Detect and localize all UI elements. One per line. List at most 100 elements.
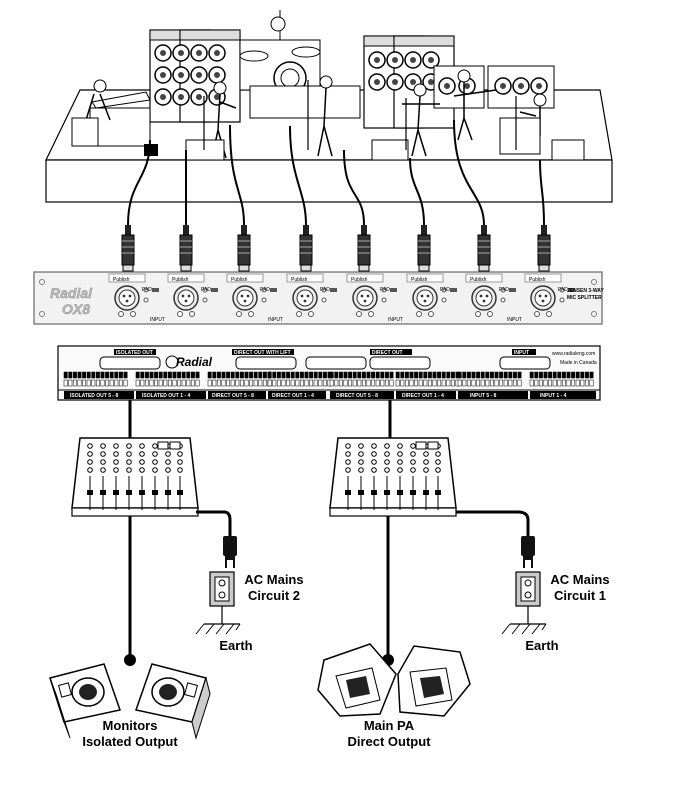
terminal-pin: [123, 379, 128, 387]
svg-text:Publish: Publish: [351, 277, 368, 283]
rear-website: www.radialeng.com: [552, 351, 595, 357]
terminal-pin: [489, 379, 494, 387]
ground-symbol-right: [501, 605, 547, 635]
terminal-pin: [172, 371, 177, 379]
terminal-pin: [140, 371, 145, 379]
ac-mains-label-right: AC Mains Circuit 1: [540, 572, 620, 604]
monitor-wedge-left: [49, 663, 121, 739]
terminal-pin: [109, 379, 114, 387]
terminal-pin: [538, 371, 543, 379]
terminal-pin: [186, 379, 191, 387]
terminal-pin: [68, 371, 73, 379]
main-pa-mixer: [329, 437, 457, 517]
terminal-pin: [144, 371, 149, 379]
svg-text:INPUT 5 - 8: INPUT 5 - 8: [470, 393, 497, 399]
terminal-pin: [207, 371, 212, 379]
terminal-pin: [409, 371, 414, 379]
terminal-pin: [207, 379, 212, 387]
rear-bottom-labels: ISOLATED OUT 5 - 8 ISOLATED OUT 1 - 4 DI…: [64, 391, 596, 399]
bassist: [453, 69, 497, 141]
terminal-pin: [552, 371, 557, 379]
terminal-pin: [167, 379, 172, 387]
terminal-pin: [295, 371, 300, 379]
terminal-pin: [230, 379, 235, 387]
terminal-pin: [309, 371, 314, 379]
terminal-pin: [295, 379, 300, 387]
terminal-pin: [63, 371, 68, 379]
drum-kit: [239, 10, 361, 119]
terminal-pin: [441, 379, 446, 387]
terminal-pin: [462, 379, 467, 387]
terminal-pin: [299, 379, 304, 387]
terminal-pin: [571, 371, 576, 379]
terminal-pin: [290, 371, 295, 379]
terminal-pin: [580, 379, 585, 387]
terminal-pin: [512, 371, 517, 379]
terminal-pin: [361, 371, 366, 379]
terminal-pin: [471, 379, 476, 387]
terminal-pin: [418, 379, 423, 387]
outlet-left: [209, 571, 235, 607]
terminal-pin: [450, 379, 455, 387]
terminal-pin: [480, 379, 485, 387]
main-pa-caption: Main PA Direct Output: [324, 718, 454, 750]
svg-text:DIRECT OUT 5 - 8: DIRECT OUT 5 - 8: [212, 393, 254, 399]
terminal-pin: [322, 371, 327, 379]
svg-text:ISOLATED OUT 1 - 4: ISOLATED OUT 1 - 4: [142, 393, 190, 399]
terminal-pin: [446, 371, 451, 379]
terminal-pin: [235, 379, 240, 387]
terminal-pin: [118, 371, 123, 379]
guitarist-far-right: [499, 93, 585, 161]
terminal-pin: [517, 371, 522, 379]
terminal-pin: [476, 379, 481, 387]
terminal-pin: [82, 379, 87, 387]
terminal-pin: [318, 371, 323, 379]
front-channel-labels: Publish Publish Publish Publish Publish …: [113, 277, 568, 323]
terminal-pin: [557, 379, 562, 387]
terminal-pin: [226, 379, 231, 387]
terminal-pin: [181, 379, 186, 387]
terminal-pin: [457, 371, 462, 379]
terminal-pin: [118, 379, 123, 387]
terminal-pin: [286, 371, 291, 379]
speaker-cables: [124, 516, 394, 666]
terminal-pin: [190, 379, 195, 387]
terminal-pin: [72, 379, 77, 387]
terminal-pin: [221, 371, 226, 379]
terminal-pin: [216, 371, 221, 379]
terminal-pin: [384, 371, 389, 379]
terminal-pin: [432, 379, 437, 387]
mixer-power-cables: [196, 510, 530, 536]
terminal-pin: [276, 379, 281, 387]
terminal-pin: [361, 379, 366, 387]
svg-text:PAD: PAD: [380, 287, 390, 293]
terminal-pin: [517, 379, 522, 387]
terminal-pin: [235, 371, 240, 379]
terminal-pin: [114, 371, 119, 379]
svg-text:INPUT: INPUT: [268, 317, 283, 323]
terminal-pin: [95, 379, 100, 387]
guitarist-left: [185, 81, 237, 161]
svg-text:Publish: Publish: [113, 277, 130, 283]
terminal-pin: [181, 371, 186, 379]
mic-stands: [203, 80, 517, 150]
splitter-rear-panel: ISOLATED OUT DIRECT OUT WITH LIFT DIRECT…: [57, 345, 601, 401]
terminal-pin: [371, 371, 376, 379]
terminal-pin: [432, 371, 437, 379]
terminal-pin: [212, 371, 217, 379]
terminal-pin: [226, 371, 231, 379]
terminal-pin: [212, 379, 217, 387]
svg-text:DIRECT OUT 1 - 4: DIRECT OUT 1 - 4: [272, 393, 314, 399]
terminal-pin: [158, 379, 163, 387]
terminal-pin: [508, 379, 513, 387]
terminal-pin: [281, 379, 286, 387]
terminal-pin: [414, 371, 419, 379]
terminal-pin: [190, 371, 195, 379]
section-direct-out: DIRECT OUT: [372, 350, 403, 356]
terminal-pin: [221, 379, 226, 387]
ac-mains-left-line1: AC Mains: [244, 572, 304, 587]
terminal-pin: [441, 371, 446, 379]
keyboard-player: [71, 79, 158, 156]
terminal-pin: [63, 379, 68, 387]
